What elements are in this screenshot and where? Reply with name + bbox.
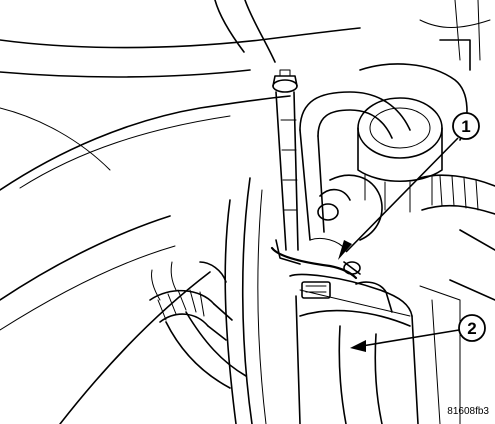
callout-2-number: 2 [467,319,476,338]
callout-2: 2 [350,314,486,352]
callout-2-arrowhead [350,340,366,352]
fender-panel [0,177,267,424]
mounting-bracket [270,237,361,280]
callout-1-number: 1 [461,117,470,136]
coolant-reservoir [289,273,461,424]
dipstick-rod [272,69,299,251]
hood-outline [0,0,361,191]
engine-assembly [317,0,495,301]
lower-hose [149,261,247,389]
figure-reference-id: 81608fb3 [447,406,489,417]
upper-hose [299,91,411,241]
callout-1: 1 [338,112,480,260]
callout-1-arrowhead [338,240,352,260]
